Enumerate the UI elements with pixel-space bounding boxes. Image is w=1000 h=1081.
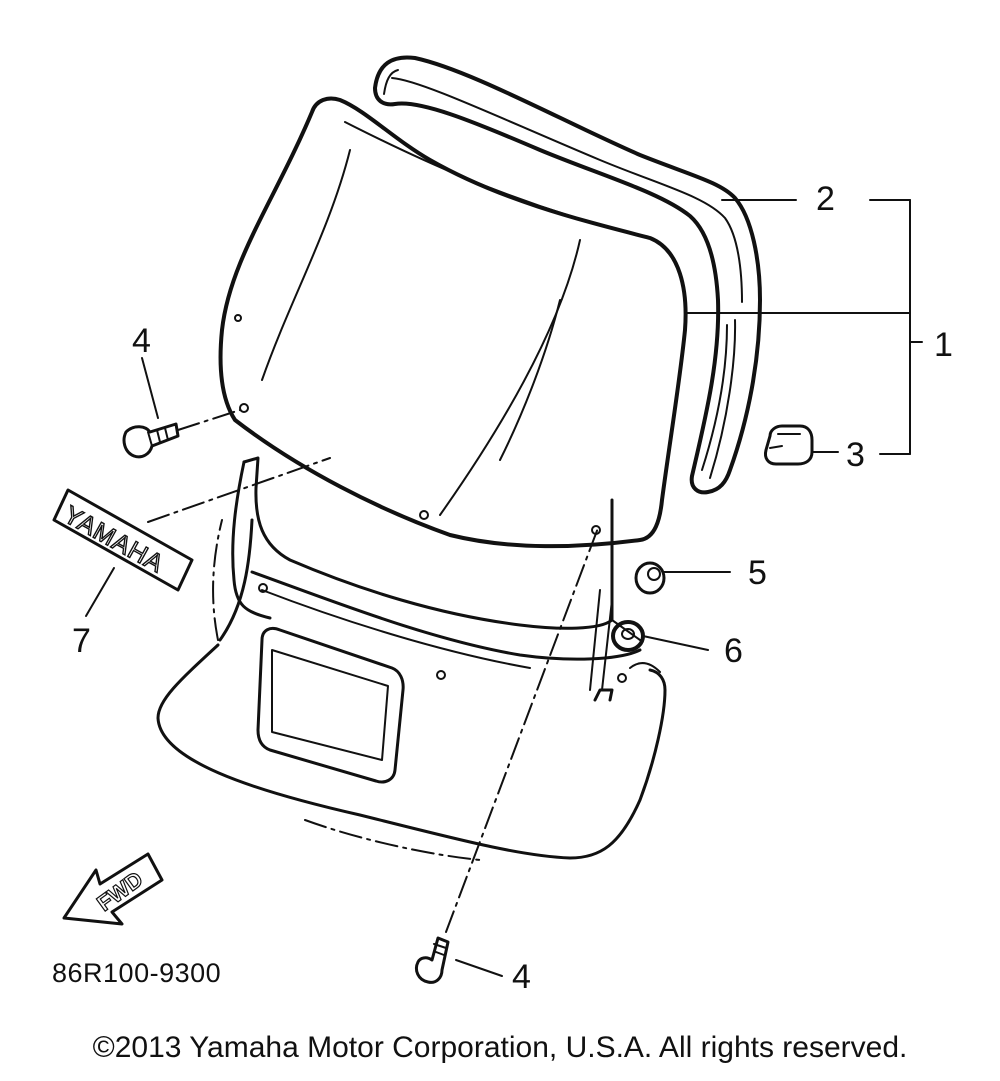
callout-1: 1: [934, 326, 953, 364]
callout-2: 2: [816, 180, 835, 218]
grommet: [634, 561, 731, 595]
bolt-upper: [122, 357, 241, 459]
callout-4-upper: 4: [132, 322, 151, 360]
windshield-trim-strip: [373, 55, 762, 495]
callout-4-lower: 4: [512, 958, 531, 996]
windshield-screen: [218, 96, 688, 549]
callout-6: 6: [724, 632, 743, 670]
fairing-cowling: [156, 456, 667, 861]
clip-fastener: [764, 424, 839, 466]
callout-7: 7: [72, 622, 91, 660]
yamaha-decal: YAMAHA: [52, 457, 331, 617]
diagram-code: 86R100-9300: [52, 958, 222, 988]
copyright-notice: ©2013 Yamaha Motor Corporation, U.S.A. A…: [92, 1031, 908, 1064]
leader-lines: [685, 199, 923, 455]
nut-collar: [611, 620, 709, 652]
bolt-lower: [414, 527, 599, 984]
fwd-arrow: FWD: [62, 852, 164, 926]
callout-5: 5: [748, 554, 767, 592]
callout-3: 3: [846, 436, 865, 474]
decal-label: YAMAHA: [59, 501, 169, 579]
